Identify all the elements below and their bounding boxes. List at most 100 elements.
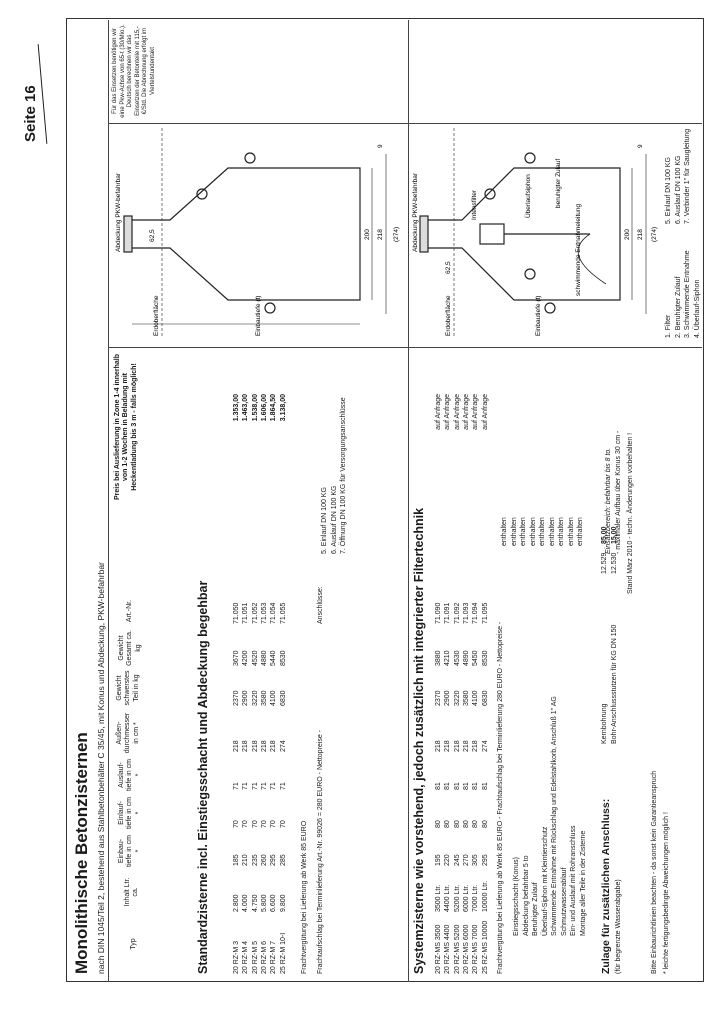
extras-title: Zulage für zusätzlichen Anschluss:	[600, 798, 612, 974]
table-cell: 70	[233, 820, 240, 828]
section-divider	[408, 20, 409, 982]
table-cell: 245	[453, 854, 461, 866]
table-cell: 10000 Ltr.	[481, 880, 489, 912]
right-note-1: Einsatzbereich: befahrbar bis 8 to.	[605, 447, 612, 554]
table-cell: 4520	[251, 650, 259, 666]
legend-item: 6. Auslauf DN 100 KG	[674, 155, 682, 224]
diagram-label: Intensfilter	[471, 189, 478, 220]
extras-subtitle: (für begrenzte Wasserabgabe)	[615, 879, 622, 974]
legend-item: 1. Filter	[665, 314, 672, 338]
table-cell: 71	[242, 782, 250, 790]
table-cell: 1.606,00	[260, 394, 268, 422]
table-cell: 270	[462, 854, 470, 866]
table-cell: 4.750	[251, 894, 259, 912]
extras-cell: 12.529	[601, 552, 608, 574]
table-cell: 3220	[453, 690, 461, 706]
system-section-title: Systemzisterne wie vorstehend, jedoch zu…	[412, 507, 426, 974]
table-cell: 6.600	[270, 894, 278, 912]
table-cell: 5.800	[260, 894, 268, 912]
table-cell: 9.800	[279, 894, 287, 912]
table-cell: 295	[270, 854, 278, 866]
table-cell: 4530	[453, 650, 461, 666]
table-cell: 218	[444, 740, 452, 752]
divider-table-diagram	[108, 347, 702, 348]
page-number-underline	[37, 44, 48, 144]
table-cell: 81	[481, 782, 489, 790]
table-cell: 3500 Ltr.	[435, 884, 442, 912]
diagram-label: (274)	[393, 227, 400, 242]
table-cell: 2370	[435, 690, 442, 706]
diagram-label: schwimmende Entnahmeleitung	[575, 203, 582, 296]
table-cell: 3580	[260, 690, 268, 706]
connection-item: 7. Öffnung DN 100 KG für Versorgungsansc…	[340, 397, 347, 554]
table-cell: 218	[233, 740, 240, 752]
table-cell: 7000 Ltr.	[472, 884, 480, 912]
table-cell: 80	[453, 820, 461, 828]
feature-status: enthalten	[539, 517, 546, 546]
diagram-label: 9	[377, 144, 384, 148]
feature-item: Einstiegsschacht (Konus)	[513, 857, 520, 936]
table-cell: 20 RZ-M 7	[270, 940, 278, 974]
table-cell: 70	[251, 820, 259, 828]
right-note-2: - maximaler Aufbau über Konus 30 cm -	[615, 430, 622, 554]
table-cell: auf Anfrage	[444, 394, 452, 430]
table-cell: 80	[481, 820, 489, 828]
table-cell: 1.538,00	[251, 394, 259, 422]
divider-diagram-notes	[108, 123, 702, 124]
table-cell: 8530	[279, 650, 287, 666]
table-cell: 274	[481, 740, 489, 752]
diagram-label: 200	[364, 229, 371, 240]
col-gewicht-gesamt: Gewicht Gesamt ca. kg	[118, 630, 142, 666]
table-cell: 185	[233, 854, 240, 866]
table-cell: 218	[472, 740, 480, 752]
diagram-label: 218	[637, 229, 644, 240]
system-freight: Frachtvergütung bei Lieferung ab Werk 85…	[497, 621, 504, 974]
diagram-label: 200	[624, 229, 631, 240]
table-cell: 6830	[481, 690, 489, 706]
table-cell: 20 RZ-MS 5200	[453, 924, 461, 974]
feature-status: enthalten	[567, 517, 575, 546]
feature-item: Abdeckung befahrbar 5 to	[522, 855, 530, 936]
diagram-label: Abdeckung PKW-befahrbar	[115, 172, 122, 252]
system-features: Einstiegsschacht (Konus)Abdeckung befahr…	[512, 696, 588, 936]
table-cell: 218	[270, 740, 278, 752]
table-cell: 8530	[481, 650, 489, 666]
table-cell: 274	[279, 740, 287, 752]
diagram-label: Überlaufsiphon	[524, 174, 532, 218]
table-cell: 80	[462, 820, 470, 828]
feature-status: enthalten	[548, 517, 556, 546]
connection-item: 5. Einlauf DN 100 KG	[321, 487, 328, 554]
table-cell: 2900	[444, 690, 452, 706]
feature-status: enthalten	[501, 517, 508, 546]
table-cell: 3580	[462, 690, 470, 706]
table-cell: 3220	[251, 690, 259, 706]
feature-item: Montage aller Teile in der Zisterne	[579, 830, 587, 936]
diagram-label: Einbautiefe (t)	[535, 296, 542, 336]
col-gewicht-schwerstes: Gewicht schwerstes Teil in kg	[116, 670, 140, 706]
table-cell: 4200	[242, 650, 250, 666]
table-cell: 1.353,00	[233, 394, 240, 422]
feature-status: enthalten	[577, 517, 584, 546]
table-cell: auf Anfrage	[453, 394, 461, 430]
document-subtitle: nach DIN 1045/Teil 2, bestehend aus Stah…	[96, 562, 106, 974]
table-cell: 260	[260, 854, 268, 866]
table-cell: 2370	[233, 690, 240, 706]
table-cell: 218	[251, 740, 259, 752]
table-cell: 81	[453, 782, 461, 790]
table-cell: 195	[435, 854, 442, 866]
standard-connections-label: Anschlüsse:	[317, 586, 324, 624]
legend-item: 5. Einlauf DN 100 KG	[665, 157, 672, 224]
table-cell: 6000 Ltr.	[462, 884, 470, 912]
tolerance-note: * leichte fertigungsbedingte Abweichunge…	[663, 812, 670, 974]
table-cell: 210	[242, 854, 250, 866]
table-cell: auf Anfrage	[481, 394, 489, 430]
table-cell: 70	[260, 820, 268, 828]
diagram-label: Einbautiefe (t)	[255, 296, 262, 336]
legend-item: 2. Beruhigter Zulauf	[674, 276, 682, 338]
diagram-label: 62,5	[445, 261, 452, 274]
table-cell: 70	[242, 820, 250, 828]
